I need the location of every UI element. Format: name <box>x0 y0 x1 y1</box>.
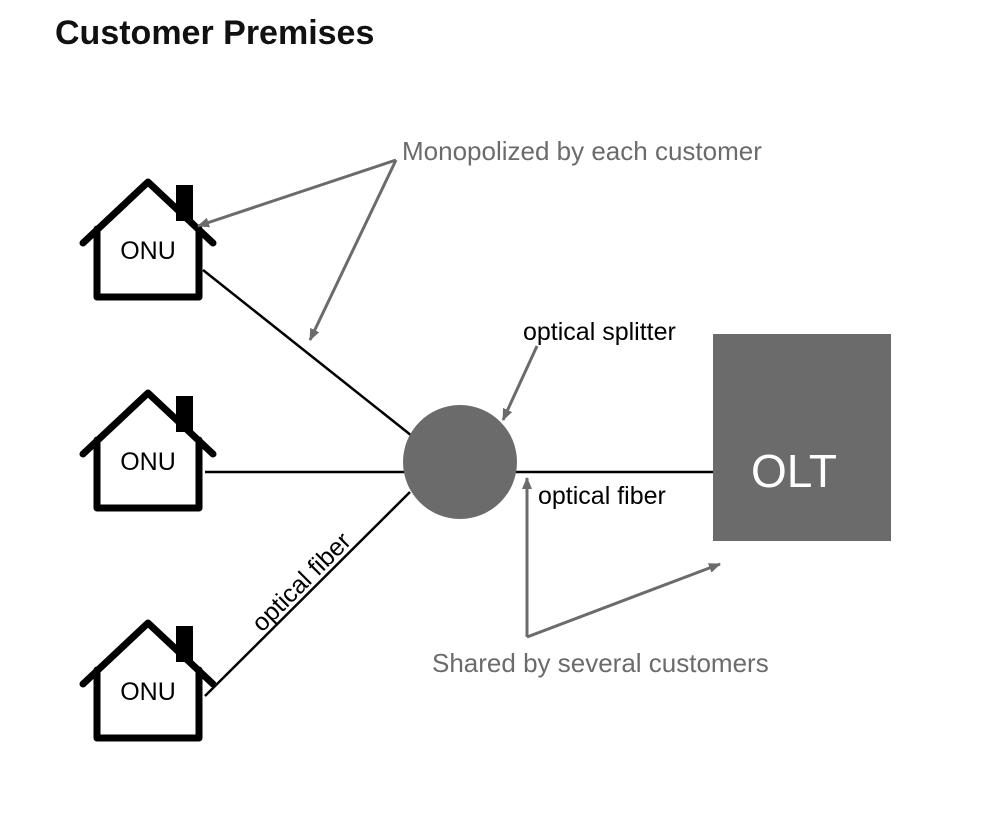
arrow-monopolized-to-fiber <box>308 159 398 341</box>
house-icon <box>79 619 217 742</box>
chimney-icon <box>176 396 193 432</box>
arrow-splitter-label <box>501 345 539 421</box>
annotation-shared: Shared by several customers <box>432 648 769 678</box>
fiber-line-bottom <box>204 491 411 697</box>
olt-box <box>713 334 891 541</box>
fiber-line-top <box>202 269 413 437</box>
chimney-icon <box>176 185 193 221</box>
onu-label: ONU <box>120 237 176 265</box>
splitter-label: optical splitter <box>523 318 676 346</box>
chimney-icon <box>176 626 193 662</box>
onu-label: ONU <box>120 678 176 706</box>
house-icon <box>79 389 217 512</box>
page-title: Customer Premises <box>55 14 375 52</box>
optical-splitter <box>403 405 517 519</box>
fiber-label-diagonal: optical fiber <box>246 527 356 637</box>
arrow-shared-to-olt <box>526 562 721 639</box>
onu-label: ONU <box>120 448 176 476</box>
onu-house-bottom: ONU <box>79 619 217 742</box>
arrow-monopolized-to-house <box>197 158 397 228</box>
house-icon <box>79 178 217 301</box>
annotation-monopolized: Monopolized by each customer <box>402 136 762 166</box>
olt-label: OLT <box>751 445 837 497</box>
fiber-label-trunk: optical fiber <box>538 482 666 510</box>
onu-house-middle: ONU <box>79 389 217 512</box>
onu-house-top: ONU <box>79 178 217 301</box>
